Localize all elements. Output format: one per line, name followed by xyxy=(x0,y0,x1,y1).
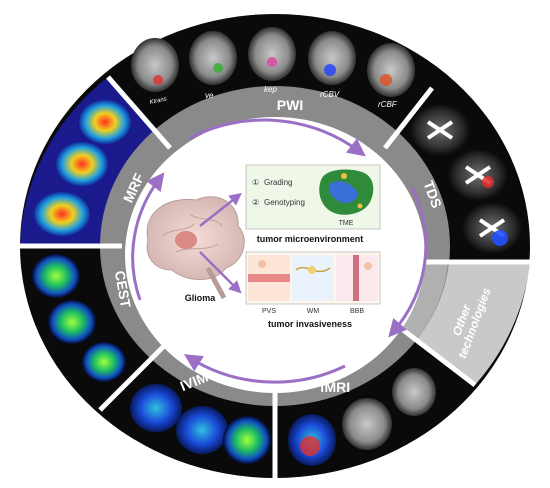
ivim-scan-1 xyxy=(130,384,182,432)
genotyping-label: Genotyping xyxy=(264,198,305,207)
pwi-label-kep: kep xyxy=(264,85,277,94)
wm-label: WM xyxy=(307,308,320,315)
tds-scans xyxy=(410,104,522,254)
pwi-scan-rcbf xyxy=(367,43,415,97)
pwi-label-ve: ve xyxy=(205,91,214,100)
pwi-label-ktrans: Ktrans xyxy=(149,96,167,105)
pwi-scan-ve xyxy=(189,31,237,85)
pvs-label: PVS xyxy=(262,308,276,315)
cest-scan-3 xyxy=(82,342,126,382)
invasiveness-box: PVS WM BBB xyxy=(245,251,381,315)
pwi-label-rcbv: rCBV xyxy=(320,90,340,99)
ivim-scans xyxy=(130,384,271,464)
fmri-scan-2 xyxy=(342,398,392,450)
ivim-scan-3 xyxy=(223,416,271,464)
tumor-invasiveness-label: tumor invasiveness xyxy=(268,319,352,329)
ivim-scan-2 xyxy=(176,406,228,454)
glioma-arrows xyxy=(199,192,242,294)
pwi-scans xyxy=(131,27,415,97)
wm-panel xyxy=(292,255,334,301)
tme-label: TME xyxy=(339,220,354,227)
brain-illustration xyxy=(146,196,245,300)
cest-scan-2 xyxy=(48,300,96,344)
tme-box: ① Grading ② Genotyping TME xyxy=(245,164,381,230)
mrf-scan-3 xyxy=(34,192,90,236)
pwi-scan-kep xyxy=(248,27,296,81)
fmri-scans xyxy=(288,368,436,466)
tumor-icon xyxy=(175,231,197,249)
gray-ring-light xyxy=(398,262,448,338)
fmri-scan-3 xyxy=(392,368,436,416)
mrf-scans xyxy=(34,100,131,236)
glioma-label: Glioma xyxy=(185,293,217,303)
label-pwi: PWI xyxy=(277,97,303,113)
cest-scan-1 xyxy=(32,254,80,298)
pwi-scan-ktrans xyxy=(131,38,179,92)
tumor-microenvironment-label: tumor microenvironment xyxy=(257,234,364,244)
pwi-map-labels: Ktrans ve kep rCBV rCBF xyxy=(149,85,398,109)
mrf-scan-2 xyxy=(56,142,108,186)
label-cest: CEST xyxy=(112,269,134,309)
pwi-scan-rcbv xyxy=(308,31,356,85)
grading-label: Grading xyxy=(264,178,292,187)
cest-scans xyxy=(32,254,126,382)
mrf-scan-1 xyxy=(79,100,131,144)
grading-num: ① xyxy=(252,178,259,187)
pwi-label-rcbf: rCBF xyxy=(378,100,398,109)
cycle-arrows xyxy=(131,118,428,384)
genotyping-num: ② xyxy=(252,198,259,207)
bbb-label: BBB xyxy=(350,308,364,315)
segment-dividers xyxy=(20,75,530,478)
label-fmri: fMRI xyxy=(320,379,350,395)
